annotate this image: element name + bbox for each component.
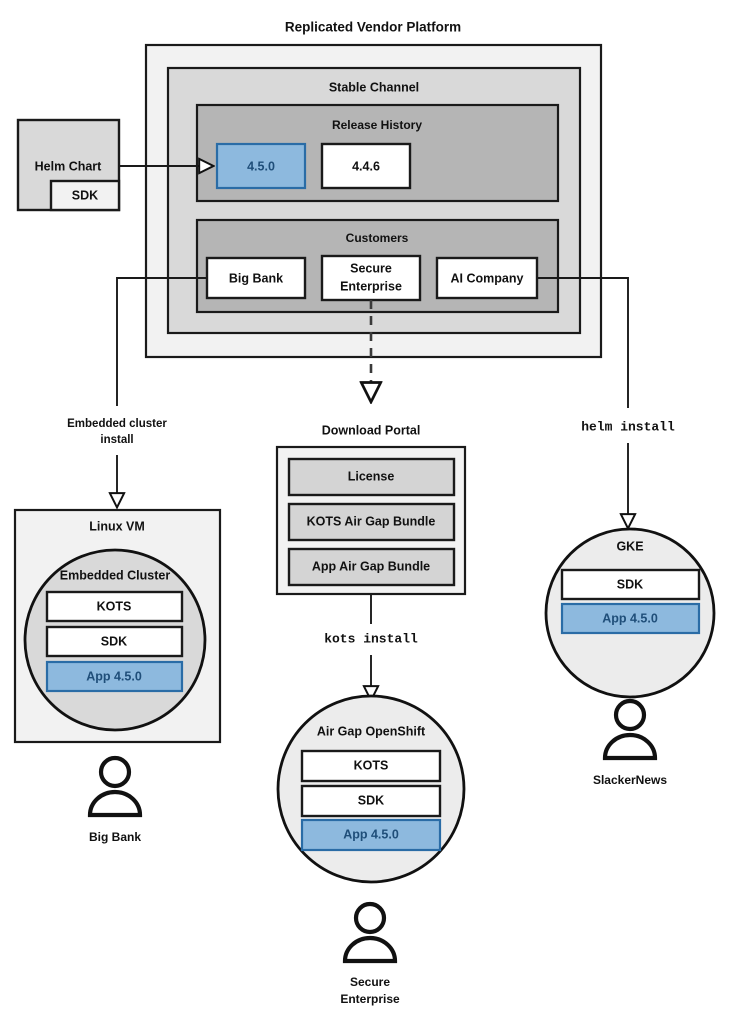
person-icon-slackernews	[602, 698, 658, 761]
openshift-component-sdk-label: SDK	[358, 793, 384, 807]
download-portal-artifact-app-airgap[interactable]	[287, 547, 456, 587]
linux-vm-component-kots-label: KOTS	[97, 599, 132, 613]
release-version-450: 4.5.0	[247, 159, 275, 173]
download-portal-artifact-license-label: License	[348, 469, 395, 483]
linux-vm-component-app-label: App 4.5.0	[86, 669, 142, 683]
release-version-446: 4.4.6	[352, 159, 380, 173]
embedded-install-label-line2: install	[100, 434, 133, 446]
page-title: Replicated Vendor Platform	[285, 20, 461, 35]
linux-vm-component-kots[interactable]	[45, 590, 184, 623]
download-portal-title: Download Portal	[322, 423, 421, 437]
gke-customer-label: SlackerNews	[593, 773, 667, 787]
download-portal-artifact-kots-airgap[interactable]	[287, 502, 456, 542]
customer-label-secure-enterprise-line1: Secure	[350, 261, 392, 275]
embedded-install-label-line1: Embedded cluster	[67, 418, 167, 430]
helm-install-label: helm install	[581, 419, 675, 434]
openshift-customer-label-line2: Enterprise	[340, 992, 400, 1006]
kots-install-label: kots install	[324, 631, 418, 646]
person-icon-big-bank	[87, 755, 143, 818]
release-card-450[interactable]	[215, 142, 307, 190]
helm-chart-label: Helm Chart	[35, 159, 103, 173]
customer-card-big-bank[interactable]	[205, 256, 307, 300]
customer-card-secure-enterprise[interactable]	[320, 254, 422, 302]
openshift-component-app[interactable]	[300, 818, 442, 852]
download-portal-artifact-app-airgap-label: App Air Gap Bundle	[312, 559, 430, 573]
gke-component-sdk[interactable]	[560, 568, 701, 601]
stable-channel-label: Stable Channel	[329, 80, 419, 94]
release-card-446[interactable]	[320, 142, 412, 190]
openshift-component-kots[interactable]	[300, 749, 442, 783]
person-icon-secure-enterprise	[342, 901, 398, 964]
customer-label-ai-company: AI Company	[451, 271, 524, 285]
gke-component-app-label: App 4.5.0	[602, 611, 658, 625]
customer-label-big-bank: Big Bank	[229, 271, 283, 285]
helm-chart-sdk-box[interactable]	[49, 179, 121, 212]
gke-component-app[interactable]	[560, 602, 701, 635]
openshift-component-sdk[interactable]	[300, 784, 442, 818]
customer-card-ai-company[interactable]	[435, 256, 539, 300]
linux-vm-component-sdk-label: SDK	[101, 634, 127, 648]
linux-vm-component-sdk[interactable]	[45, 625, 184, 658]
download-portal-artifact-kots-airgap-label: KOTS Air Gap Bundle	[307, 514, 436, 528]
openshift-component-kots-label: KOTS	[354, 758, 389, 772]
openshift-component-app-label: App 4.5.0	[343, 827, 399, 841]
linux-vm-title: Linux VM	[89, 519, 145, 533]
openshift-customer-label-line1: Secure	[350, 975, 390, 989]
download-portal-artifact-license[interactable]	[287, 457, 456, 497]
linux-vm-component-app[interactable]	[45, 660, 184, 693]
release-history-label: Release History	[332, 118, 422, 132]
customers-label: Customers	[346, 231, 409, 245]
customer-label-secure-enterprise-line2: Enterprise	[340, 279, 402, 293]
connector-ai-company-to-gke	[537, 277, 629, 408]
helm-chart-sdk-label: SDK	[72, 188, 98, 202]
embedded-cluster-label: Embedded Cluster	[60, 568, 171, 582]
connector-big-bank-to-linux-vm	[116, 277, 207, 406]
linux-vm-customer-label: Big Bank	[89, 830, 141, 844]
gke-title: GKE	[616, 539, 643, 553]
gke-component-sdk-label: SDK	[617, 577, 643, 591]
air-gap-openshift-title: Air Gap OpenShift	[317, 724, 426, 738]
